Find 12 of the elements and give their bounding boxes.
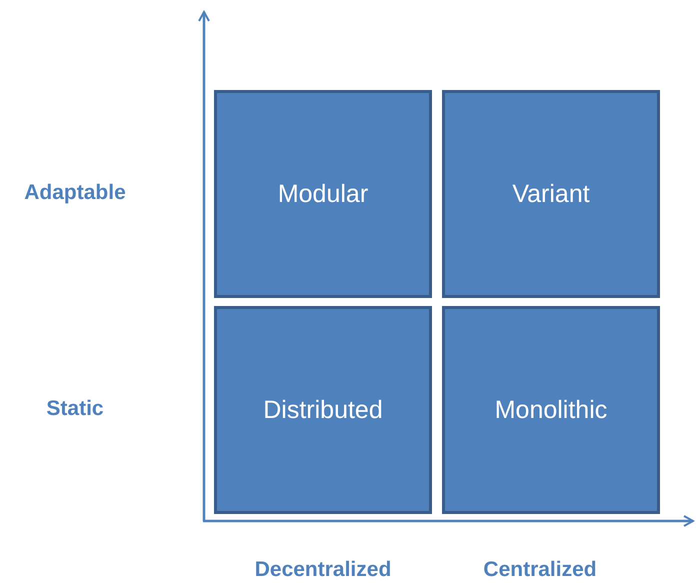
column-label: Decentralized [254, 558, 392, 582]
column-label: Centralized [483, 558, 597, 582]
row-label: Adaptable [24, 181, 126, 205]
quadrant-box [442, 90, 660, 298]
quadrant-label: Distributed [263, 396, 383, 424]
quadrant-label: Monolithic [494, 396, 608, 424]
quadrant-box [214, 90, 432, 298]
quadrant-box [214, 306, 432, 514]
quadrant-label: Variant [512, 180, 590, 208]
quadrant-box [442, 306, 660, 514]
quadrant-label: Modular [278, 180, 368, 208]
row-label: Static [46, 397, 104, 421]
